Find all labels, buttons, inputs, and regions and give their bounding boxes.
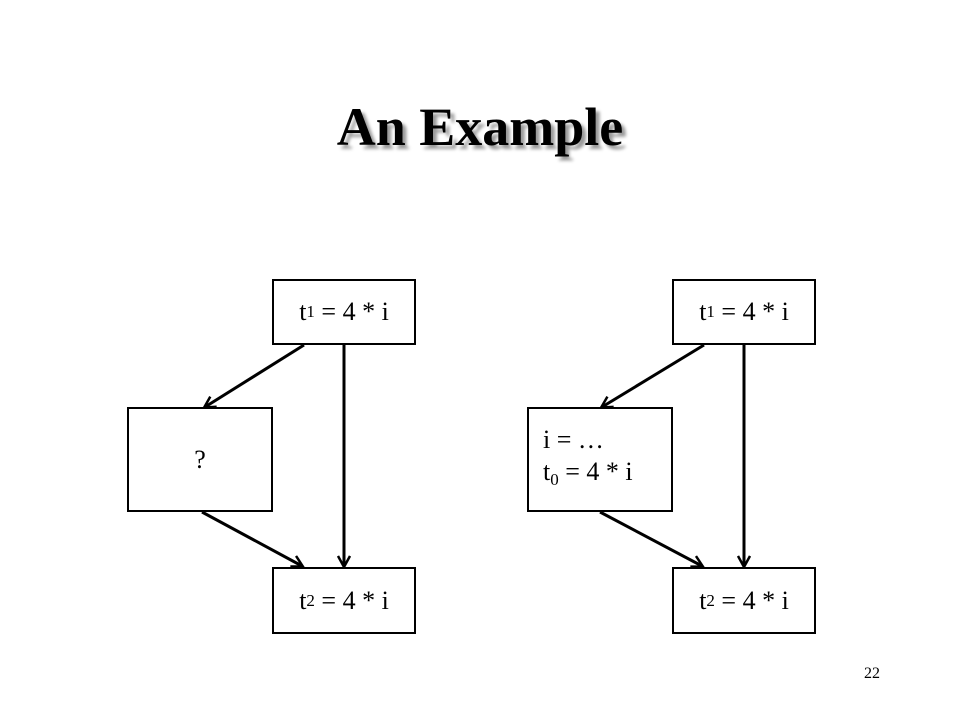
left-middle-block: ? bbox=[127, 407, 273, 512]
left-bottom-expr: = 4 * i bbox=[314, 585, 389, 615]
page-number: 22 bbox=[864, 665, 880, 682]
right-middle-line1: i = … bbox=[543, 424, 604, 454]
left-bottom-var: t bbox=[299, 585, 307, 615]
right-bottom-sub: 2 bbox=[706, 590, 715, 610]
edge-left-middle-to-bottom bbox=[201, 510, 302, 566]
left-top-var: t bbox=[299, 297, 307, 326]
left-middle-text: ? bbox=[194, 444, 206, 474]
right-middle-line2: t0 = 4 * i bbox=[543, 456, 671, 496]
right-top-expr: = 4 * i bbox=[714, 297, 789, 326]
edge-right-top-to-middle bbox=[602, 343, 705, 407]
slide-title: An Example bbox=[336, 97, 624, 157]
right-bottom-var: t bbox=[699, 585, 707, 615]
edge-left-top-to-middle bbox=[205, 343, 305, 407]
right-top-var: t bbox=[699, 297, 707, 326]
right-middle-expr: = 4 * i bbox=[558, 456, 633, 486]
edge-right-middle-to-bottom bbox=[599, 510, 702, 566]
right-middle-var: t bbox=[543, 456, 551, 486]
left-bottom-sub: 2 bbox=[306, 590, 315, 610]
left-top-expr: = 4 * i bbox=[314, 297, 389, 326]
right-middle-block: i = … t0 = 4 * i bbox=[527, 407, 673, 512]
right-middle-sub: 0 bbox=[550, 469, 559, 489]
left-top-sub: 1 bbox=[306, 302, 315, 321]
right-bottom-expr: = 4 * i bbox=[714, 585, 789, 615]
right-top-sub: 1 bbox=[706, 302, 715, 321]
